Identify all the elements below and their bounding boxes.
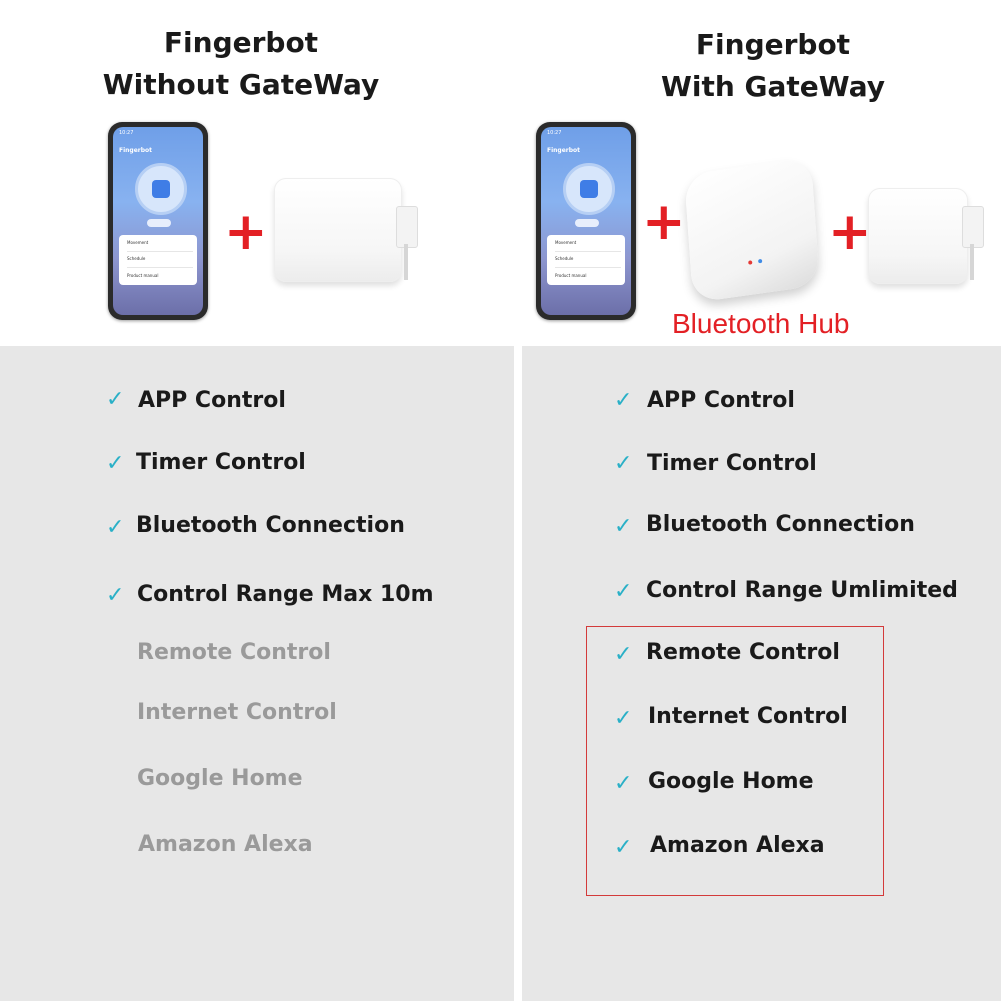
phone-row-label: Product manual (555, 273, 587, 278)
hub-blue-led-icon (758, 258, 763, 264)
phone-row-label: Schedule (555, 256, 574, 261)
without-gateway-title: Fingerbot Without GateWay (80, 22, 402, 106)
phone-row-label: Movement (555, 240, 577, 245)
title-line-1: Fingerbot (695, 28, 851, 61)
phone-menu-card: Movement Schedule Product manual (547, 235, 625, 285)
feature-timer-control: Timer Control (647, 451, 817, 476)
phone-image: 10:27 Fingerbot Movement Schedule Produc… (536, 122, 636, 320)
plus-icon: + (642, 192, 686, 252)
check-icon: ✓ (614, 579, 633, 604)
plus-icon: + (224, 202, 268, 262)
phone-toggle-pill (575, 219, 599, 227)
without-gateway-column: Fingerbot Without GateWay 10:27 Fingerbo… (0, 0, 514, 1001)
hub-red-led-icon (748, 260, 753, 265)
phone-status-time: 10:27 (547, 130, 562, 136)
title-line-2: With GateWay (661, 70, 885, 103)
check-icon: ✓ (614, 835, 633, 860)
check-icon: ✓ (614, 514, 633, 539)
check-icon: ✓ (614, 706, 633, 731)
feature-internet-control: Internet Control (648, 704, 848, 729)
fingerbot-power-icon (563, 163, 615, 215)
feature-app-control: APP Control (647, 388, 795, 413)
phone-row-label: Movement (127, 240, 149, 245)
fingerbot-stem-icon (970, 244, 974, 280)
without-gateway-features-panel (0, 346, 514, 1001)
phone-app-title: Fingerbot (547, 147, 581, 154)
check-icon: ✓ (106, 515, 125, 540)
check-icon: ✓ (106, 387, 125, 412)
gateway-only-features-highlight (586, 626, 884, 896)
phone-screen: 10:27 Fingerbot Movement Schedule Produc… (541, 127, 631, 315)
with-gateway-features-panel (522, 346, 1001, 1001)
check-icon: ✓ (106, 583, 125, 608)
check-icon: ✓ (614, 451, 633, 476)
feature-remote-control: Remote Control (646, 640, 840, 665)
fingerbot-arm-icon (396, 206, 418, 248)
feature-google-home: Google Home (137, 766, 303, 791)
with-gateway-title: Fingerbot With GateWay (632, 24, 914, 108)
phone-screen: 10:27 Fingerbot Movement Schedule Produc… (113, 127, 203, 315)
phone-app-title: Fingerbot (119, 147, 153, 154)
phone-row-label: Schedule (127, 256, 146, 261)
phone-image: 10:27 Fingerbot Movement Schedule Produc… (108, 122, 208, 320)
feature-bluetooth-connection: Bluetooth Connection (646, 512, 915, 537)
with-gateway-column: Fingerbot With GateWay 10:27 Fingerbot M… (522, 0, 1001, 1001)
fingerbot-power-icon (135, 163, 187, 215)
check-icon: ✓ (614, 388, 633, 413)
feature-amazon-alexa: Amazon Alexa (138, 832, 313, 857)
fingerbot-device-image (274, 178, 402, 282)
phone-toggle-pill (147, 219, 171, 227)
fingerbot-device-image (868, 188, 968, 284)
feature-control-range: Control Range Max 10m (137, 582, 434, 607)
fingerbot-arm-icon (962, 206, 984, 248)
plus-icon: + (828, 202, 872, 262)
phone-menu-card: Movement Schedule Product manual (119, 235, 197, 285)
feature-google-home: Google Home (648, 769, 814, 794)
bluetooth-hub-label: Bluetooth Hub (672, 308, 850, 339)
bluetooth-hub-image (684, 157, 820, 303)
feature-timer-control: Timer Control (136, 450, 306, 475)
title-line-1: Fingerbot (163, 26, 319, 59)
feature-app-control: APP Control (138, 388, 286, 413)
phone-row-label: Product manual (127, 273, 159, 278)
feature-amazon-alexa: Amazon Alexa (650, 833, 825, 858)
feature-internet-control: Internet Control (137, 700, 337, 725)
title-line-2: Without GateWay (102, 68, 380, 101)
check-icon: ✓ (614, 642, 633, 667)
check-icon: ✓ (106, 451, 125, 476)
without-gateway-header (0, 0, 514, 346)
feature-control-range: Control Range Umlimited (646, 578, 958, 603)
fingerbot-stem-icon (404, 244, 408, 280)
check-icon: ✓ (614, 771, 633, 796)
feature-bluetooth-connection: Bluetooth Connection (136, 513, 405, 538)
column-divider (514, 346, 522, 1001)
feature-remote-control: Remote Control (137, 640, 331, 665)
phone-status-time: 10:27 (119, 130, 134, 136)
